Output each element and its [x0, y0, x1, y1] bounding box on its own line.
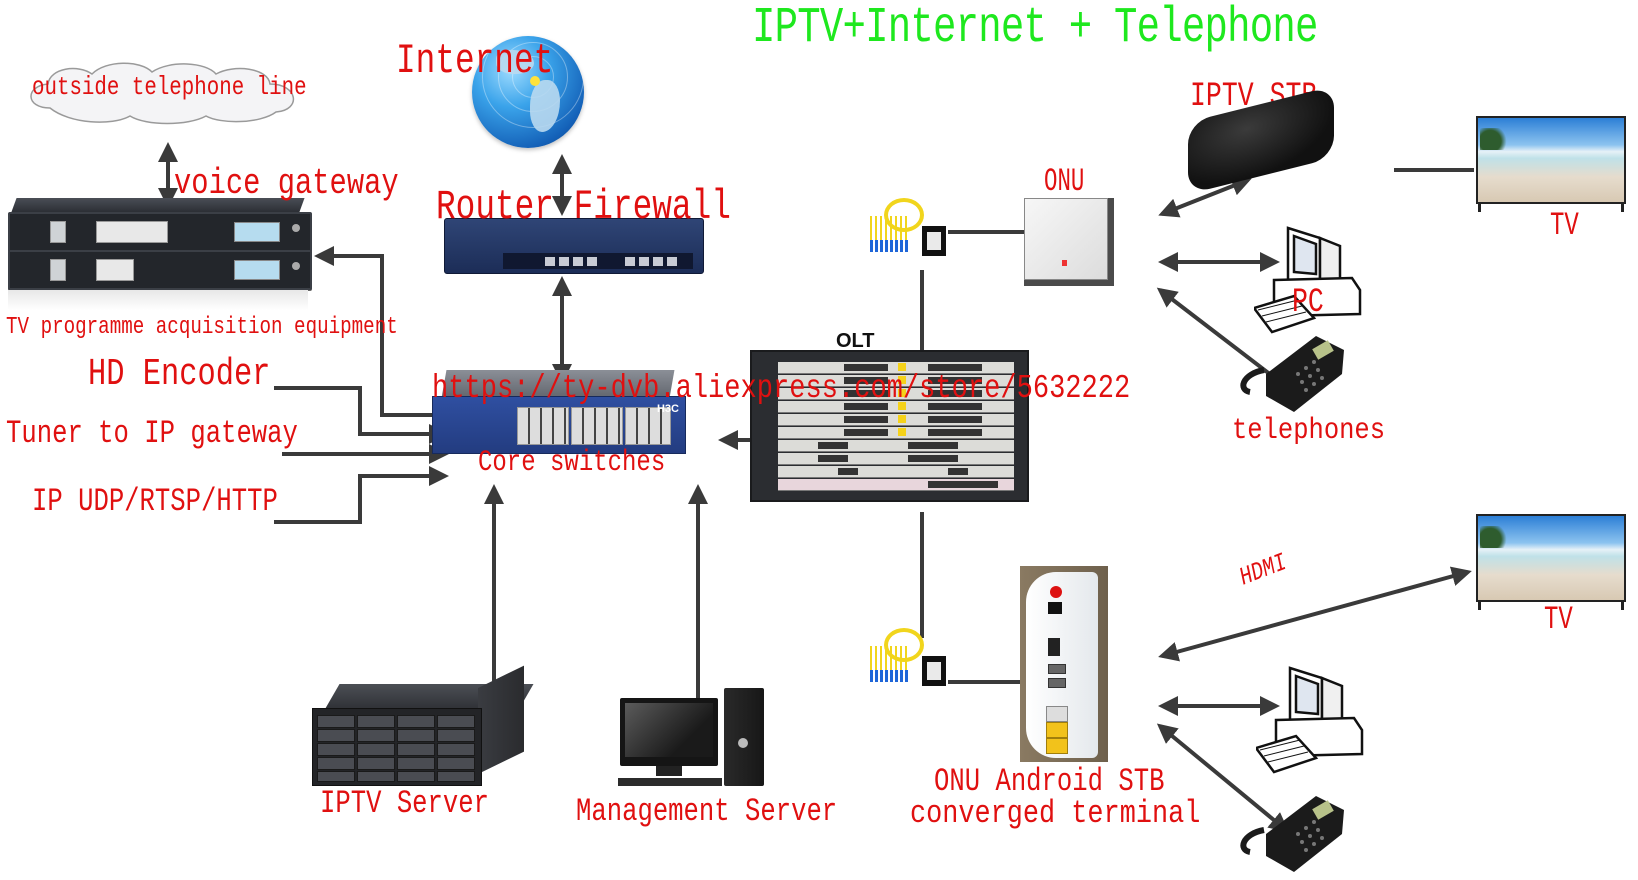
ip-input-label: IP UDP/RTSP/HTTP	[32, 483, 278, 520]
pc-top-label: PC	[1292, 284, 1324, 322]
cloud-icon	[30, 62, 295, 125]
connector-onu-phone	[1156, 287, 1292, 391]
onu-router-icon	[1024, 198, 1114, 286]
management-server-label: Management Server	[576, 793, 838, 830]
switch-brand: H3C	[656, 403, 679, 415]
tv-acquisition-label: TV programme acquisition equipment	[6, 314, 398, 341]
router-icon	[444, 218, 704, 274]
olt-chassis-icon	[750, 350, 1029, 502]
onu-label: ONU	[1044, 163, 1085, 200]
set-top-box-icon	[1188, 85, 1334, 195]
connector-ipinput-switch	[274, 466, 449, 524]
hd-encoder-label: HD Encoder	[88, 353, 271, 396]
switch-icon: H3C	[432, 370, 686, 456]
tv-top-icon	[1476, 116, 1626, 212]
voice-gateway-label: voice gateway	[174, 163, 399, 204]
core-switch-label: Core switches	[478, 446, 666, 480]
rack-server-icon	[312, 665, 534, 788]
desktop-computer-icon	[618, 688, 768, 790]
internet-label: Internet	[396, 37, 554, 85]
tuner-gateway-label: Tuner to IP gateway	[6, 415, 298, 452]
router-label: Router Firewall	[436, 183, 731, 231]
desktop-pc-bottom-icon	[1256, 666, 1364, 774]
telephone-top-icon	[1240, 336, 1344, 412]
iptv-server-label: IPTV Server	[320, 785, 489, 822]
watermark-url: https://ty-dvb.aliexpress.com/store/5632…	[432, 370, 1131, 407]
android-onu-label-line1: ONU Android STB	[934, 763, 1165, 800]
voice-gateway-icon	[8, 198, 312, 310]
telephone-bottom-icon	[1240, 796, 1344, 872]
connector-androidonu-tv	[1158, 566, 1472, 662]
connector-hdencoder-switch	[274, 386, 449, 444]
fiber-splitter-bottom-icon	[870, 626, 952, 696]
diagram-title: IPTV+Internet + Telephone	[752, 0, 1318, 57]
tv-bottom-icon	[1476, 514, 1626, 610]
tv-top-label: TV	[1550, 207, 1579, 244]
tv-bottom-label: TV	[1544, 601, 1573, 638]
android-onu-icon	[1020, 566, 1108, 762]
connector-onu-stb	[1158, 176, 1252, 218]
olt-label: OLT	[836, 330, 875, 352]
connector-androidonu-phone	[1156, 723, 1290, 833]
telephones-label: telephones	[1232, 414, 1386, 448]
globe-icon	[472, 36, 584, 148]
cloud-label: outside telephone line	[32, 72, 307, 102]
android-onu-label-line2: converged terminal	[910, 795, 1201, 832]
fiber-splitter-top-icon	[870, 196, 952, 266]
connector-switch-voicegateway	[314, 246, 445, 417]
desktop-pc-top-icon	[1254, 226, 1362, 334]
